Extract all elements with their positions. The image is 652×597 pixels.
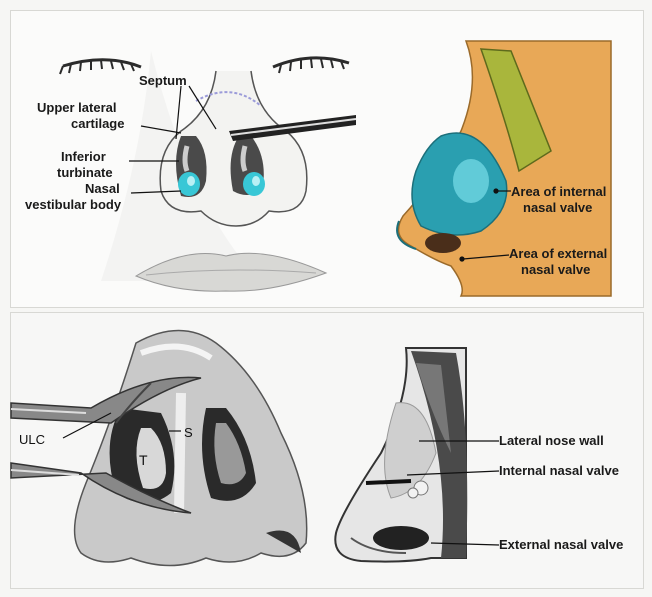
label-upper-lateral-line2: cartilage [71, 116, 124, 131]
label-lateral-nose-wall: Lateral nose wall [499, 433, 604, 448]
label-upper-lateral-line1: Upper lateral [37, 100, 116, 115]
label-turbinate-t: T [139, 452, 148, 468]
top-illustration: Septum Upper lateral cartilage Inferior … [11, 11, 643, 307]
label-nasal-line1: Nasal [85, 181, 120, 196]
label-inferior-line1: Inferior [61, 149, 106, 164]
label-internal-nasal-valve: Internal nasal valve [499, 463, 619, 478]
closed-eyes [60, 58, 349, 74]
front-nose-grayscale [11, 331, 307, 566]
bottom-illustration: ULC T S Lateral nose wall Intern [11, 313, 643, 588]
label-internal-area-line2: nasal valve [523, 200, 592, 215]
side-nose-grayscale [335, 348, 467, 562]
label-external-area-line1: Area of external [509, 246, 607, 261]
bottom-panel: ULC T S Lateral nose wall Intern [10, 312, 644, 589]
label-inferior-line2: turbinate [57, 165, 113, 180]
label-internal-area-line1: Area of internal [511, 184, 606, 199]
label-nasal-line2: vestibular body [25, 197, 122, 212]
label-ulc: ULC [19, 432, 45, 447]
label-septum: Septum [139, 73, 187, 88]
label-septum-s: S [184, 425, 193, 440]
label-external-area-line2: nasal valve [521, 262, 590, 277]
top-panel: Septum Upper lateral cartilage Inferior … [10, 10, 644, 308]
label-external-nasal-valve: External nasal valve [499, 537, 623, 552]
